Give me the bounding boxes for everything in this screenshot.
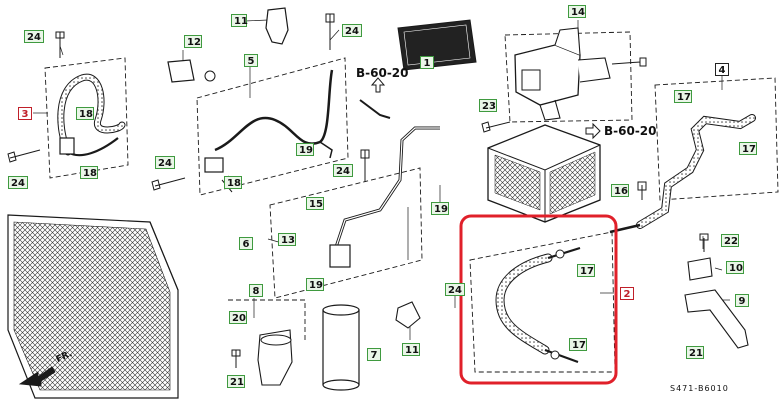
callout-11: 11	[402, 343, 420, 356]
callout-9: 9	[735, 294, 749, 307]
compressor	[514, 27, 611, 121]
callout-24: 24	[342, 24, 362, 37]
callout-11: 11	[231, 14, 248, 27]
harness-5	[214, 69, 334, 152]
callout-7: 7	[367, 348, 381, 361]
clamp-11	[395, 301, 421, 329]
callout-1: 1	[420, 56, 434, 69]
bolts	[7, 13, 709, 368]
callout-22: 22	[721, 234, 739, 247]
sensor-11	[265, 7, 289, 45]
callout-8: 8	[249, 284, 263, 297]
callout-24: 24	[8, 176, 28, 189]
relay-12	[167, 59, 195, 83]
callout-24: 24	[333, 164, 353, 177]
bracket-10	[687, 257, 713, 281]
callout-20: 20	[229, 311, 247, 324]
label-plate-1	[397, 19, 477, 71]
callout-21: 21	[227, 375, 245, 388]
callout-17: 17	[674, 90, 692, 103]
callout-19: 19	[296, 143, 314, 156]
callout-13: 13	[278, 233, 296, 246]
callout-14: 14	[568, 5, 586, 18]
ref-arrow-right	[585, 122, 601, 140]
bracket-9	[684, 289, 749, 349]
callout-19: 19	[306, 278, 324, 291]
reference-b-60-20-right: B-60-20	[604, 124, 657, 138]
callout-15: 15	[306, 197, 324, 210]
group-outline-3	[44, 57, 129, 179]
callout-24: 24	[24, 30, 44, 43]
callout-10: 10	[726, 261, 744, 274]
callout-24: 24	[155, 156, 175, 169]
callout-19: 19	[431, 202, 449, 215]
callout-18: 18	[224, 176, 242, 189]
callout-6: 6	[239, 237, 253, 250]
callout-23: 23	[479, 99, 497, 112]
callout-17: 17	[739, 142, 757, 155]
callout-17: 17	[577, 264, 595, 277]
condenser	[7, 214, 179, 399]
reference-b-60-20-top: B-60-20	[356, 66, 409, 80]
callout-3: 3	[18, 107, 32, 120]
callout-21: 21	[686, 346, 704, 359]
callout-18: 18	[76, 107, 94, 120]
group-outline-4	[654, 77, 779, 201]
pipe-6	[333, 126, 440, 251]
evaporator-unit	[487, 124, 601, 223]
callout-2: 2	[620, 287, 634, 300]
callout-5: 5	[244, 54, 258, 67]
callout-12: 12	[184, 35, 202, 48]
receiver-dryer	[322, 304, 360, 391]
highlight-box	[459, 214, 618, 385]
callout-18: 18	[80, 166, 98, 179]
callout-17: 17	[569, 338, 587, 351]
diagram-code: S471-B6010	[670, 384, 729, 393]
callout-16: 16	[611, 184, 629, 197]
front-arrow-icon	[18, 366, 56, 387]
ref-arrow-up	[370, 77, 386, 93]
callout-4: 4	[715, 63, 729, 76]
group-outline-14	[504, 31, 633, 123]
callout-24: 24	[445, 283, 465, 296]
